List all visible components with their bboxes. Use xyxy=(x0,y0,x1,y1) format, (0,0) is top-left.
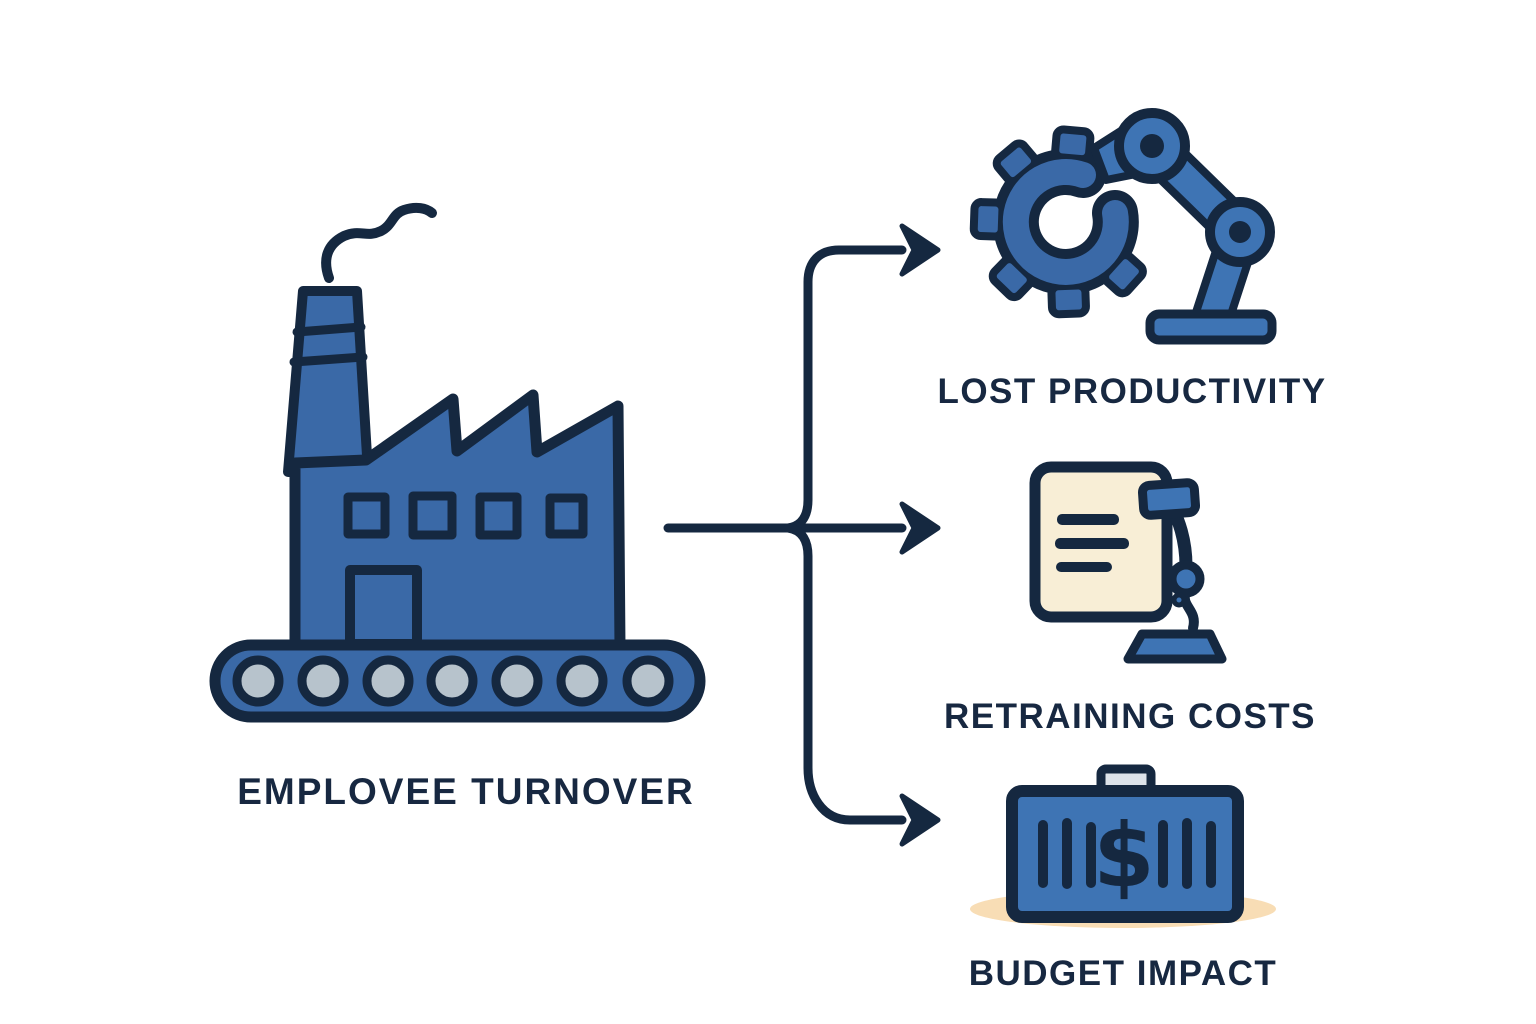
outcome-label-retraining-costs: RETRAINING COSTS xyxy=(943,697,1317,736)
factory-door xyxy=(345,565,422,649)
document-text-line xyxy=(1056,562,1112,572)
factory-window xyxy=(475,492,522,540)
broken-gear-robot-arm-icon xyxy=(969,108,1277,345)
factory-window xyxy=(545,493,588,539)
barcode-bars xyxy=(1038,818,1216,889)
lamp-base xyxy=(1123,629,1227,664)
arrow-bottom xyxy=(783,523,907,825)
lamp-head xyxy=(1137,478,1201,520)
robot-arm-icon xyxy=(1090,108,1277,345)
factory-window xyxy=(408,491,457,540)
briefcase-dollar-icon: $ xyxy=(970,764,1276,928)
document-text-line xyxy=(1055,538,1129,549)
document-text-line xyxy=(1057,514,1119,525)
chimney xyxy=(283,286,373,477)
arrowhead-icon xyxy=(899,793,941,847)
lamp-joint-small xyxy=(1171,592,1187,608)
lamp-joint xyxy=(1167,560,1205,598)
arrow-top xyxy=(783,245,907,533)
factory-window xyxy=(343,492,390,539)
conveyor-rollers xyxy=(232,655,674,707)
outcome-label-budget-impact: BUDGET IMPACT xyxy=(968,954,1278,993)
chimney-band xyxy=(289,352,368,367)
branch-arrows xyxy=(663,223,941,847)
factory-icon xyxy=(209,202,706,723)
source-label: EMPLOVEE TURNOVER xyxy=(237,771,695,812)
dollar-sign: $ xyxy=(1093,804,1154,907)
chimney-band xyxy=(292,322,366,337)
outcome-label-lost-productivity: LOST PRODUCTIVITY xyxy=(937,372,1327,411)
arrowhead-icon xyxy=(899,501,941,555)
smoke-icon xyxy=(321,202,437,283)
gear-icon xyxy=(969,125,1147,319)
robot-base xyxy=(1145,309,1277,345)
document-desk-lamp-icon xyxy=(1029,461,1227,664)
arrowhead-icon xyxy=(899,223,941,277)
